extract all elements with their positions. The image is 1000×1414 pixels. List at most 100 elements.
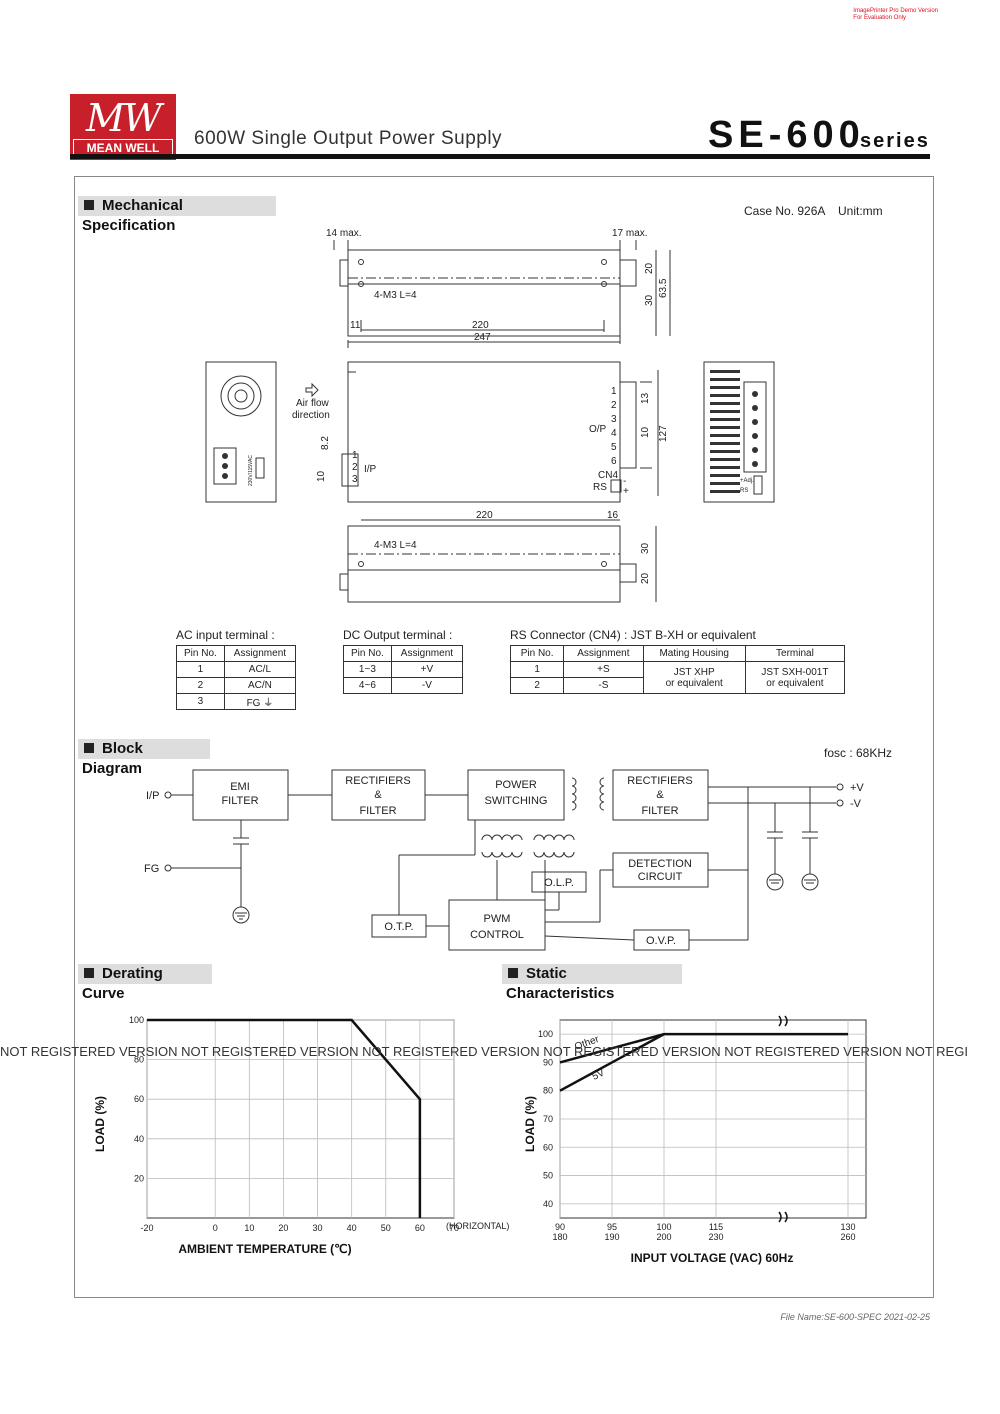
mechanical-drawing: 14 max. 17 max. 20 63.5 30 4-M3 L=4 11 2… bbox=[205, 228, 775, 603]
model-number: SE-600 bbox=[708, 114, 865, 156]
emi-label: FILTER bbox=[221, 795, 258, 807]
table-header: Terminal bbox=[744, 645, 846, 662]
x-axis-label: INPUT VOLTAGE (VAC) 60Hz bbox=[631, 1251, 794, 1265]
side-rs-label: RS bbox=[740, 488, 748, 494]
top-view-body bbox=[347, 249, 621, 337]
terminal-line: JST SXH-001T bbox=[761, 666, 829, 678]
ip-terminal-label: I/P bbox=[146, 790, 159, 802]
rect1-label: & bbox=[374, 789, 382, 801]
table-header-row: Pin No. Assignment Mating Housing Termin… bbox=[509, 645, 846, 662]
x-tick-label: -20 bbox=[140, 1223, 153, 1233]
header-rule bbox=[70, 154, 930, 159]
rs-sign: + bbox=[623, 486, 629, 497]
olp-label: O.L.P. bbox=[544, 877, 574, 889]
section-derating-curve: Derating Curve bbox=[78, 964, 212, 1002]
ip-pin: 3 bbox=[352, 474, 358, 485]
nv-terminal-label: -V bbox=[850, 798, 862, 810]
table-header-row: Pin No.Assignment bbox=[176, 645, 297, 662]
table-cell: 1~3 bbox=[343, 661, 392, 678]
table-cell: 4~6 bbox=[343, 677, 392, 694]
table-row: 2 -S bbox=[509, 677, 845, 694]
watermark: NOT REGISTERED VERSION NOT REGISTERED VE… bbox=[0, 1044, 968, 1059]
table-header: Assignment bbox=[390, 645, 464, 662]
demo-notice-line: ImagePrinter Pro Demo Version bbox=[853, 8, 938, 14]
rect2-label: RECTIFIERS bbox=[627, 775, 692, 787]
derating-line bbox=[147, 1018, 422, 1218]
rect1-label: RECTIFIERS bbox=[345, 775, 410, 787]
op-pin: 2 bbox=[611, 400, 617, 411]
dim-16: 16 bbox=[607, 510, 619, 521]
y-tick-label: 40 bbox=[543, 1199, 553, 1209]
table-header: Pin No. bbox=[509, 645, 565, 662]
product-subtitle: 600W Single Output Power Supply bbox=[194, 128, 503, 149]
x-tick-label: 130 bbox=[840, 1222, 855, 1232]
detect-label: DETECTION bbox=[628, 858, 692, 870]
rectifier-block-2 bbox=[612, 769, 709, 821]
x-tick-label: 50 bbox=[381, 1223, 391, 1233]
rect2-label: & bbox=[656, 789, 664, 801]
ovp-label: O.V.P. bbox=[646, 935, 676, 947]
section-title: Block Diagram bbox=[82, 740, 143, 777]
ip-label: I/P bbox=[364, 464, 377, 475]
side-adj-label: +Adj. bbox=[740, 478, 754, 484]
x-tick-label-secondary: 260 bbox=[840, 1232, 855, 1242]
bottom-view-body bbox=[347, 525, 621, 603]
dc-table-caption: DC Output terminal : bbox=[343, 628, 453, 642]
section-static-characteristics: Static Characteristics bbox=[502, 964, 682, 1002]
series-label: series bbox=[860, 130, 930, 152]
otp-label: O.T.P. bbox=[384, 921, 413, 933]
table-header-row: Pin No.Assignment bbox=[343, 645, 464, 662]
x-tick-label: 70 bbox=[449, 1223, 459, 1233]
y-tick-label: 60 bbox=[134, 1094, 144, 1104]
front-view-body bbox=[347, 361, 621, 503]
fosc-label: fosc : 68KHz bbox=[824, 746, 893, 760]
table-cell: -S bbox=[563, 677, 644, 694]
op-pin: 4 bbox=[611, 428, 617, 439]
housing-line: or equivalent bbox=[665, 677, 723, 689]
y-tick-label: 80 bbox=[134, 1055, 144, 1065]
dim-17max: 17 max. bbox=[612, 228, 648, 239]
y-tick-label: 70 bbox=[543, 1114, 553, 1124]
power-label: POWER bbox=[495, 779, 537, 791]
rs-sign: - bbox=[623, 476, 626, 487]
table-row: 1~3+V bbox=[343, 661, 464, 678]
x-axis-suffix: (HORIZONTAL) bbox=[446, 1221, 509, 1231]
section-title: Derating Curve bbox=[82, 965, 163, 1002]
power-label: SWITCHING bbox=[485, 795, 548, 807]
table-cell: AC/L bbox=[223, 661, 297, 678]
y-axis-label: LOAD (%) bbox=[93, 1096, 107, 1152]
op-pin: 6 bbox=[611, 456, 617, 467]
x-tick-label: 60 bbox=[415, 1223, 425, 1233]
pv-terminal-label: +V bbox=[850, 782, 864, 794]
table-cell: AC/N bbox=[223, 677, 297, 694]
terminal-line: or equivalent bbox=[766, 677, 824, 689]
section-block-diagram: Block Diagram bbox=[78, 739, 210, 777]
table-row: 4~6-V bbox=[343, 677, 464, 694]
fg-terminal-label: FG bbox=[144, 863, 159, 875]
block-diagram: EMI FILTER RECTIFIERS & FILTER POWER SWI… bbox=[144, 769, 864, 951]
voltage-switch-label: 230V/115VAC bbox=[248, 455, 254, 486]
rect2-label: FILTER bbox=[641, 805, 678, 817]
rs-table-caption: RS Connector (CN4) : JST B-XH or equival… bbox=[510, 628, 756, 642]
rect1-label: FILTER bbox=[359, 805, 396, 817]
meanwell-logo: MW MEAN WELL bbox=[70, 94, 176, 160]
table-cell: +S bbox=[563, 661, 644, 678]
table-cell: 3 bbox=[176, 693, 225, 710]
x-tick-label: 20 bbox=[278, 1223, 288, 1233]
dim-127: 127 bbox=[658, 425, 669, 442]
emi-label: EMI bbox=[230, 781, 250, 793]
axis-break-mark bbox=[778, 1015, 782, 1027]
spec-frame bbox=[74, 176, 934, 1298]
x-tick-label-secondary: 200 bbox=[656, 1232, 671, 1242]
y-tick-label: 80 bbox=[543, 1086, 553, 1096]
y-tick-label: 50 bbox=[543, 1171, 553, 1181]
op-pin: 5 bbox=[611, 442, 617, 453]
ip-pin: 2 bbox=[352, 462, 358, 473]
dim-220-bottom: 220 bbox=[476, 510, 493, 521]
x-tick-label-secondary: 190 bbox=[604, 1232, 619, 1242]
table-header: Pin No. bbox=[176, 645, 225, 662]
dim-63-5: 63.5 bbox=[658, 278, 669, 298]
dim-10-ip: 10 bbox=[316, 470, 327, 482]
table-cell: 1 bbox=[509, 661, 565, 678]
